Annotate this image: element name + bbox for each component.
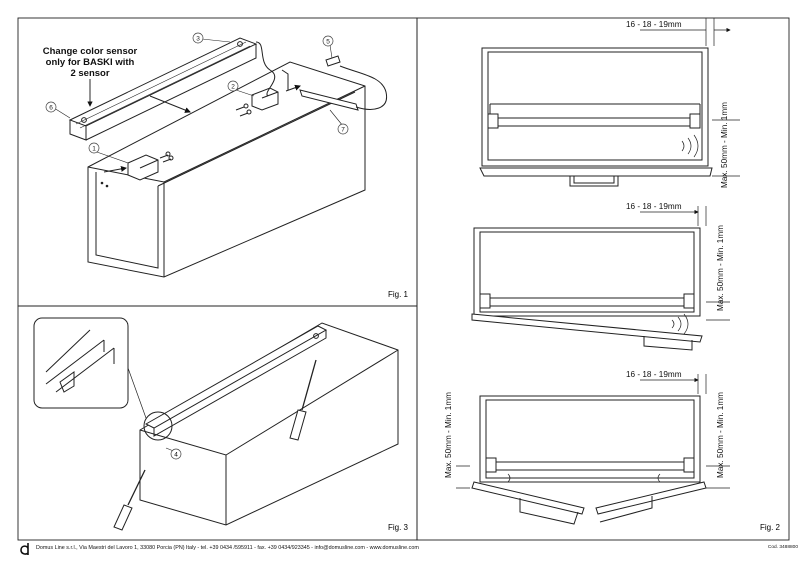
footer: Domus Line s.r.l., Via Maestri del Lavor…: [18, 541, 798, 559]
callout-3: 3: [196, 36, 200, 43]
gap-label-c-left: Max. 50mm - Min. 1mm: [444, 392, 453, 478]
fig3-label: Fig. 3: [388, 523, 409, 532]
fig2-label: Fig. 2: [760, 523, 781, 532]
thickness-label-a: 16 - 18 - 19mm: [626, 20, 682, 29]
callout-7: 7: [341, 127, 345, 134]
callout-5: 5: [326, 39, 330, 46]
sensor-note: Change color sensor only for BASKI with …: [43, 46, 138, 79]
fig2-dimension-lines: [456, 18, 740, 489]
fig1-drawing: [53, 37, 388, 278]
callout-1: 1: [92, 146, 96, 153]
panel-frames: [17, 17, 790, 541]
svg-text:only for BASKI with: only for BASKI with: [46, 57, 135, 68]
callout-4: 4: [174, 452, 178, 459]
callout-2: 2: [231, 84, 235, 91]
callout-6: 6: [49, 105, 53, 112]
fig1-label: Fig. 1: [388, 290, 409, 299]
svg-text:Change color sensor: Change color sensor: [43, 46, 138, 57]
thickness-label-c: 16 - 18 - 19mm: [626, 370, 682, 379]
gap-label-a: Max. 50mm - Min. 1mm: [720, 102, 729, 188]
gap-label-c-right: Max. 50mm - Min. 1mm: [716, 392, 725, 478]
gap-label-b: Max. 50mm - Min. 1mm: [716, 225, 725, 311]
fig2-section-b: [471, 227, 703, 351]
footer-product-code: Cod. 3488800: [767, 545, 798, 550]
svg-text:2 sensor: 2 sensor: [70, 68, 109, 79]
fig2-section-a: [479, 47, 713, 187]
domusline-logo-icon: [20, 543, 29, 555]
fig3-drawing: [33, 317, 399, 531]
fig1-callout-circles: [45, 32, 349, 154]
footer-company-info: Domus Line s.r.l., Via Maestri del Lavor…: [36, 545, 419, 551]
thickness-label-b: 16 - 18 - 19mm: [626, 202, 682, 211]
fig2-section-c: [471, 395, 707, 525]
